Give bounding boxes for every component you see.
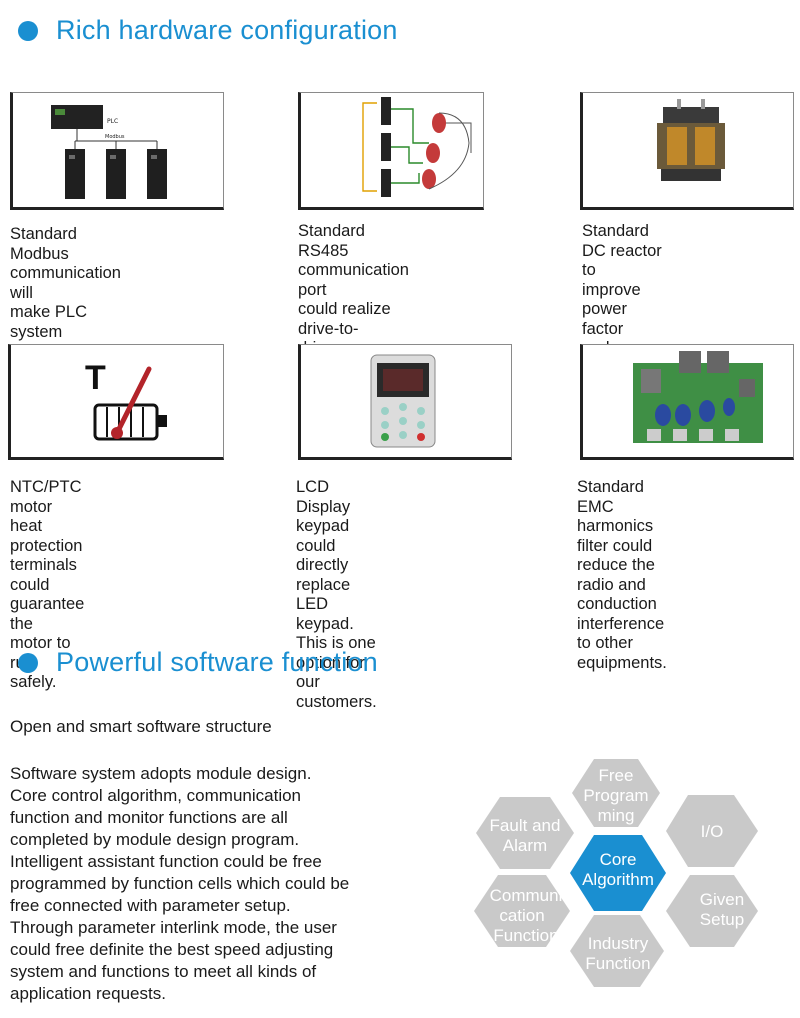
rs485-illustration [298, 92, 484, 210]
emc-filter-illustration [580, 344, 794, 460]
hex-industry-function: Industry Function [570, 915, 664, 987]
keypad-icon [370, 354, 436, 448]
hex-fault-alarm: Fault and Alarm [476, 797, 574, 869]
modbus-illustration: PLC Modbus [10, 92, 224, 210]
pcb-icon [633, 351, 763, 443]
hex-communication-function: Communi cation Function [474, 875, 570, 947]
hex-label: Alarm [503, 836, 547, 855]
hex-label: Function [493, 926, 558, 945]
bullet-dot-icon [18, 20, 38, 41]
software-section-heading: Powerful software function [18, 647, 378, 678]
hex-core-algorithm: Core Algorithm [570, 835, 666, 911]
module-hexagon-diagram: Free Program ming Fault and Alarm I/O Co… [470, 755, 800, 1013]
modbus-caption: Standard Modbus communication will make … [10, 225, 121, 380]
reactor-icon [657, 99, 725, 181]
hex-label: ming [598, 806, 635, 825]
modbus-label: Modbus [105, 134, 125, 140]
software-description: Software system adopts module design. Co… [10, 764, 350, 1003]
hardware-section-title: Rich hardware configuration [56, 15, 398, 45]
dc-reactor-illustration [580, 92, 794, 210]
lcd-keypad-illustration [298, 344, 512, 460]
hex-label: Industry [588, 934, 649, 953]
hexagon-cluster: Free Program ming Fault and Alarm I/O Co… [474, 759, 758, 987]
hex-label: I/O [701, 822, 724, 841]
hex-label: Algorithm [582, 870, 654, 889]
hex-label: Free [599, 766, 634, 785]
lcd-keypad-caption: LCD Display keypad could directly replac… [296, 478, 377, 711]
software-section-title: Powerful software function [56, 647, 378, 677]
hex-label: Setup [700, 910, 744, 929]
motor-thermometer-icon: T [85, 359, 167, 441]
hex-free-programming: Free Program ming [572, 759, 660, 827]
software-intro: Open and smart software structure [10, 717, 272, 736]
hex-label: Program [583, 786, 648, 805]
hex-label: Core [600, 850, 637, 869]
hex-given-setup: Given Setup [666, 875, 758, 947]
bullet-dot-icon [18, 652, 38, 673]
plc-network-icon: PLC Modbus [51, 105, 167, 199]
hex-io: I/O [666, 795, 758, 867]
ntc-ptc-caption: NTC/PTC motor heat protection terminals … [10, 478, 85, 691]
temperature-label: T [85, 359, 106, 397]
hex-label: Function [585, 954, 650, 973]
hex-label: Fault and [490, 816, 561, 835]
emc-filter-caption: Standard EMC harmonics filter could redu… [577, 478, 667, 672]
plc-label: PLC [107, 118, 118, 125]
ntc-ptc-illustration: T [8, 344, 224, 460]
hex-label: Communi [490, 886, 563, 905]
drive-chain-icon [362, 97, 472, 197]
hardware-section-heading: Rich hardware configuration [18, 15, 398, 46]
hex-label: Given [700, 890, 744, 909]
hex-label: cation [499, 906, 544, 925]
